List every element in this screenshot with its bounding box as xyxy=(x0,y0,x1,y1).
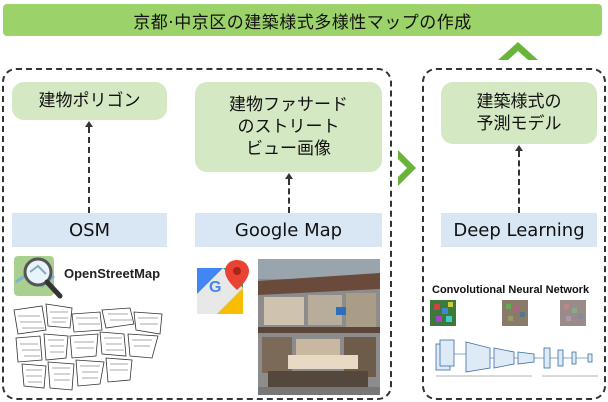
connector-line xyxy=(518,151,520,213)
arrow-up-icon xyxy=(515,145,523,151)
cnn-feature-maps xyxy=(430,300,586,326)
source-label-google-map: Google Map xyxy=(195,213,382,247)
google-maps-icon: G xyxy=(197,260,249,314)
up-chevron-icon xyxy=(498,42,538,60)
building-polygons-map xyxy=(13,303,163,391)
connector-line xyxy=(88,127,90,213)
svg-text:G: G xyxy=(209,279,221,296)
arrow-up-icon xyxy=(85,121,93,127)
facade-streetview-box: 建物ファサード のストリート ビュー画像 xyxy=(195,82,382,172)
source-label-osm: OSM xyxy=(12,213,167,247)
page-title: 京都·中京区の建築様式多様性マップの作成 xyxy=(3,4,602,36)
right-chevron-icon xyxy=(398,150,416,186)
building-polygon-box: 建物ポリゴン xyxy=(12,82,167,120)
openstreetmap-logo-icon xyxy=(14,256,63,299)
street-view-photo xyxy=(258,259,380,395)
connector-line xyxy=(288,179,290,213)
source-label-deep-learning: Deep Learning xyxy=(441,213,597,247)
model-group xyxy=(422,68,606,400)
cnn-architecture-diagram xyxy=(435,339,598,377)
openstreetmap-logo-text: OpenStreetMap xyxy=(64,266,161,281)
data-sources-group xyxy=(2,68,392,400)
arrow-up-icon xyxy=(285,173,293,179)
cnn-figure-title: Convolutional Neural Network xyxy=(432,284,590,296)
prediction-model-box: 建築様式の 予測モデル xyxy=(441,82,597,144)
